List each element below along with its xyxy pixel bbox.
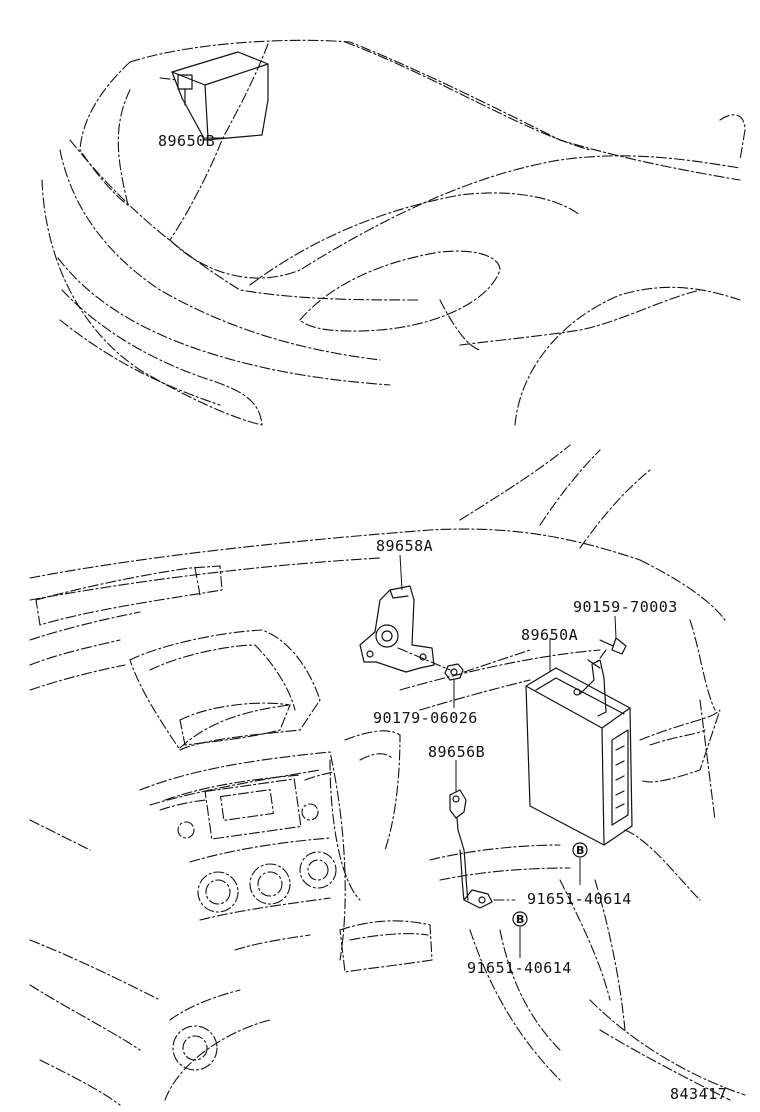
part-label-91651-40614-a: 91651-40614 [527, 890, 632, 908]
nut-90179-06026 [444, 649, 531, 681]
callout-mark-b2: B [516, 913, 524, 926]
part-label-90159-70003: 90159-70003 [573, 598, 678, 616]
part-label-89656B: 89656B [428, 743, 485, 761]
screw-90159-70003 [594, 637, 627, 666]
instrument-panel-illustration [29, 444, 746, 1106]
part-label-89650B: 89650B [158, 132, 215, 150]
sensor-89656B [449, 789, 516, 909]
vehicle-front-illustration [41, 39, 746, 426]
part-label-89658A: 89658A [376, 537, 433, 555]
part-label-89650A: 89650A [521, 626, 578, 644]
callout-circle-b2 [512, 911, 528, 927]
part-label-91651-40614-b: 91651-40614 [467, 959, 572, 977]
callout-circle-b1 [572, 842, 588, 858]
callout-mark-b1: B [576, 844, 584, 857]
part-label-90179-06026: 90179-06026 [373, 709, 478, 727]
illustration-number: 843417 [670, 1085, 727, 1103]
bracket-89658A [359, 585, 451, 673]
ecu-89650A [525, 659, 633, 846]
